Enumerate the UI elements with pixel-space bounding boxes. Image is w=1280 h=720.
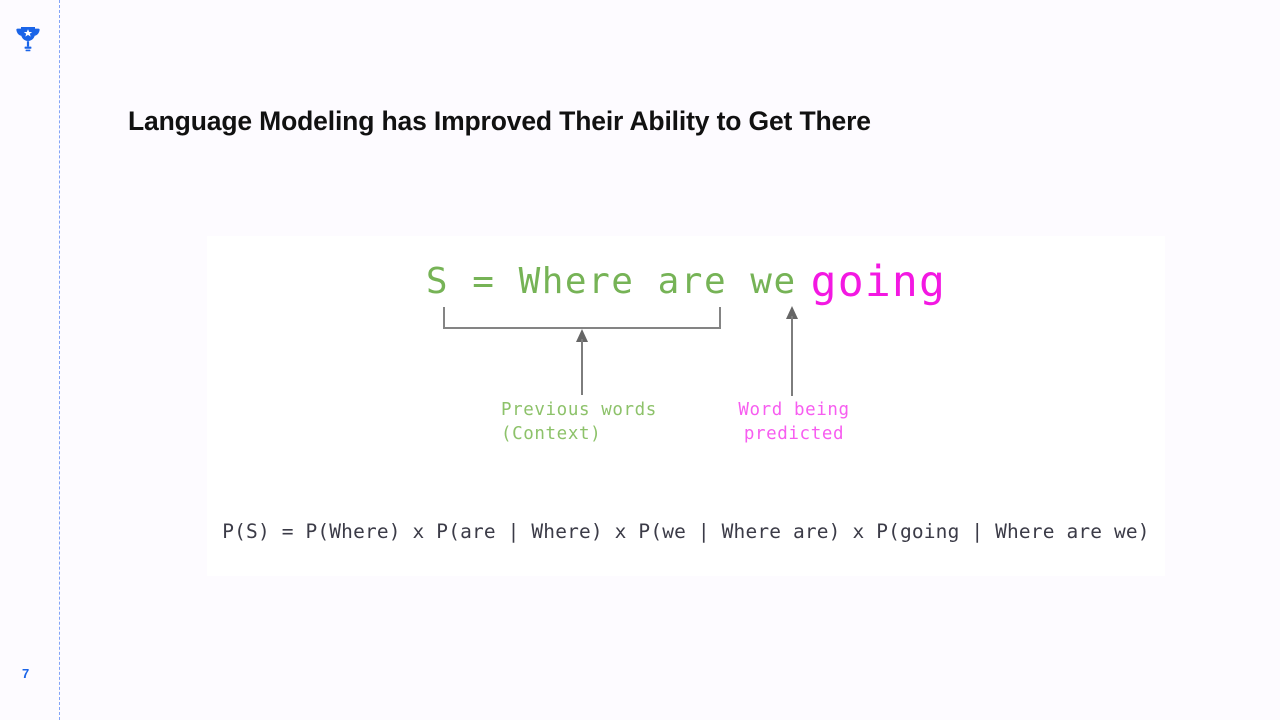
context-caption: Previous words (Context) (501, 400, 657, 444)
arrow-head (786, 306, 798, 319)
context-arrow-icon (574, 329, 590, 395)
target-arrow-icon (784, 306, 800, 396)
sentence-row: S = Where are we going (207, 254, 1165, 307)
sentence-target-word: going (810, 257, 947, 307)
chain-rule-formula: P(S) = P(Where) x P(are | Where) x P(we … (222, 520, 1150, 543)
page-number: 7 (22, 666, 30, 681)
trophy-icon (14, 24, 42, 54)
arrow-head (576, 329, 588, 342)
left-rail: 7 (0, 0, 60, 720)
arrow-shaft (791, 316, 794, 396)
context-bracket (443, 307, 721, 329)
figure-panel: S = Where are we going Previous words (Co… (207, 236, 1165, 576)
rail-divider (59, 0, 60, 720)
arrow-shaft (581, 339, 584, 395)
sentence-context-text: S = Where are we (425, 261, 797, 302)
target-caption: Word being predicted (738, 400, 850, 444)
page-title: Language Modeling has Improved Their Abi… (128, 105, 871, 136)
